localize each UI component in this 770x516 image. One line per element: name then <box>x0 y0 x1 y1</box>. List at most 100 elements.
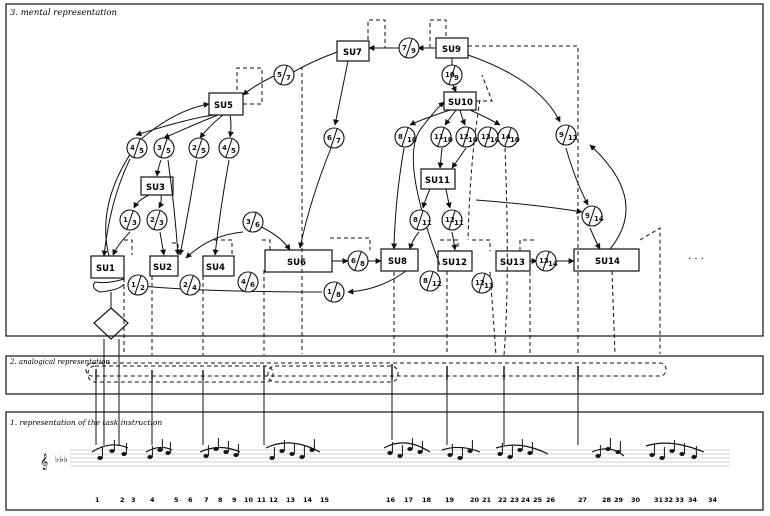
note-head <box>109 449 115 453</box>
circle-node-top: 3 <box>246 218 251 226</box>
circle-node-top: 9 <box>559 131 564 139</box>
su-label-1: SU1 <box>96 264 115 274</box>
circle-node-bottom: 3 <box>132 219 137 227</box>
circle-node-top: 8 <box>423 277 428 285</box>
circle-node-top: 13 <box>539 257 549 265</box>
circle-node-bottom: 9 <box>411 47 416 55</box>
tick-number: 24 <box>521 496 531 504</box>
circle-node-top: 12 <box>475 279 485 287</box>
note-head <box>669 449 675 453</box>
tick-number: 25 <box>533 496 543 504</box>
su-label-2: SU2 <box>153 263 172 273</box>
note-head <box>679 452 685 456</box>
circle-node-bottom: 5 <box>231 147 236 155</box>
task-panel-title: 1. representation of the task instructio… <box>10 418 162 427</box>
note-head <box>517 448 523 452</box>
circle-node-bottom: 5 <box>201 147 206 155</box>
su-box-7 <box>336 40 370 62</box>
note-head <box>615 450 621 454</box>
note-head <box>309 448 315 452</box>
circle-node-bottom: 10 <box>468 136 478 144</box>
circle-node-top: 4 <box>130 144 135 152</box>
circle-node-top: 14 <box>501 133 511 141</box>
tick-number: 5 <box>174 496 179 504</box>
su-label-5: SU5 <box>214 101 233 111</box>
key-signature-flats-icon: ♭♭♭ <box>55 455 68 465</box>
circle-node-top: 4 <box>241 278 246 286</box>
circle-node-bottom: 10 <box>443 136 453 144</box>
note-head <box>223 450 229 454</box>
circle-node-bottom: 9 <box>454 74 459 82</box>
music-notes <box>97 438 697 460</box>
su-label-7: SU7 <box>343 48 362 58</box>
circle-node-top: 4 <box>222 144 227 152</box>
su-label-12: SU12 <box>442 258 467 268</box>
circle-node-bottom: 5 <box>166 147 171 155</box>
circle-node-top: 1 <box>131 281 136 289</box>
su-label-13: SU13 <box>500 258 525 268</box>
circle-node-top: 6 <box>351 257 356 265</box>
tick-number: 23 <box>510 496 519 504</box>
music-phrases <box>91 442 705 457</box>
circle-node-bottom: 7 <box>286 74 291 82</box>
tick-number: 15 <box>320 496 330 504</box>
circle-node-top: 5 <box>277 71 282 79</box>
note-head <box>691 455 697 459</box>
circle-node-n913: 9 13 <box>555 124 578 146</box>
note-head <box>659 456 665 460</box>
circle-node-top: 2 <box>150 216 155 224</box>
su-box-4 <box>202 255 235 277</box>
circle-node-top: 1 <box>123 216 128 224</box>
circle-node-bottom: 8 <box>360 260 365 268</box>
note-head <box>457 456 463 460</box>
circle-node-top: 12 <box>445 216 455 224</box>
su-box-3 <box>140 176 174 196</box>
tick-number: 27 <box>578 496 587 504</box>
circle-node-bottom: 14 <box>594 215 604 223</box>
task-instruction-panel <box>5 411 764 511</box>
circle-node-top: 6 <box>327 134 332 142</box>
tick-number: 18 <box>422 496 432 504</box>
note-head <box>417 450 423 454</box>
note-head <box>595 454 601 458</box>
tick-number: 3 <box>131 496 136 504</box>
note-head <box>269 456 275 460</box>
circle-node-top: 8 <box>398 133 403 141</box>
tick-number: 7 <box>204 496 209 504</box>
circle-node-bottom: 10 <box>407 136 417 144</box>
tick-number: 30 <box>631 496 641 504</box>
circle-node-top: 2 <box>183 281 188 289</box>
circle-node-bottom: 5 <box>139 147 144 155</box>
tick-number: 11 <box>257 496 267 504</box>
circle-node-bottom: 13 <box>484 282 494 290</box>
circle-node-top: 1 <box>327 288 332 296</box>
tick-number: 33 <box>675 496 684 504</box>
circle-node-top: 2 <box>192 144 197 152</box>
tick-number: 26 <box>546 496 556 504</box>
circle-node-top: 7 <box>402 44 407 52</box>
tick-number: 10 <box>244 496 254 504</box>
circle-node-bottom: 13 <box>568 134 578 142</box>
su-box-11 <box>420 168 456 190</box>
note-head <box>289 452 295 456</box>
analogical-outer-track <box>85 362 667 377</box>
analogical-panel-title: 2. analogical representation <box>9 358 110 366</box>
tick-number: 34 <box>708 496 718 504</box>
mental-representation-panel <box>5 3 764 337</box>
tick-number: 19 <box>445 496 455 504</box>
note-head <box>649 453 655 457</box>
